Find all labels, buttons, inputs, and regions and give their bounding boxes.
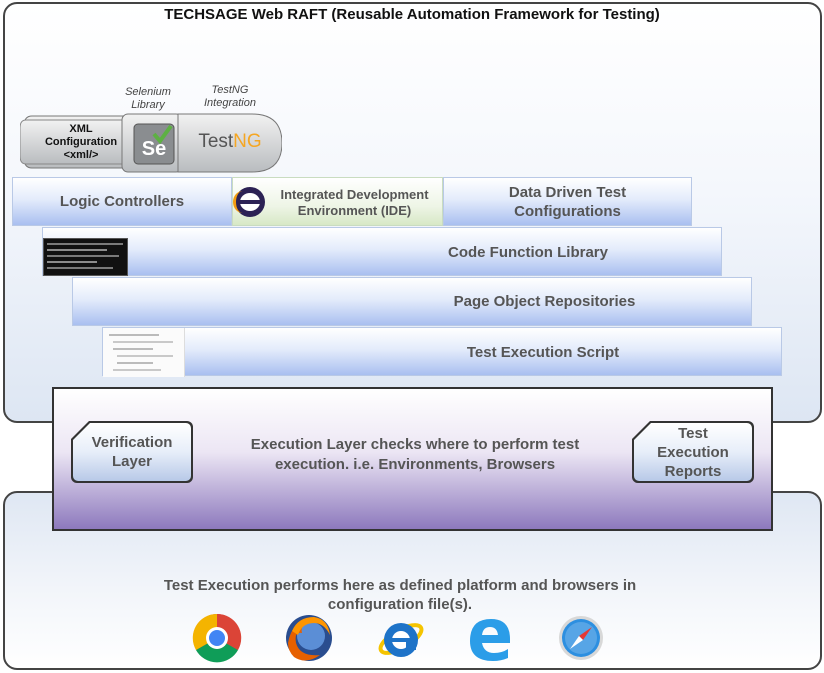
verification-layer-label: Verification Layer [73, 423, 191, 481]
page-object-repositories-label: Page Object Repositories [453, 293, 636, 310]
xml-label-line-1: XML [69, 123, 93, 135]
test-execution-reports-label: Test Execution Reports [634, 423, 752, 481]
xml-selenium-testng-icon [19, 113, 283, 173]
selenium-icon: Se [141, 137, 167, 160]
code-function-library-layer: Code Function Library [42, 227, 722, 276]
xml-label-line-3: <xml/> [63, 149, 99, 161]
execution-layer-description: Execution Layer checks where to perform … [250, 436, 580, 473]
safari-icon [556, 613, 606, 663]
testng-integration-label: TestNG Integration [204, 84, 256, 109]
data-driven-layer: Data Driven Test Configurations [443, 177, 692, 226]
eclipse-icon [233, 187, 265, 217]
console-screenshot-thumbnail [43, 238, 128, 276]
xml-configuration-label: XML Configuration <xml/> [36, 123, 126, 162]
logic-controllers-layer: Logic Controllers [12, 177, 232, 226]
script-screenshot-thumbnail [103, 328, 185, 377]
testng-logo-test: Test [198, 131, 234, 152]
ide-label: Integrated Development Environment (IDE) [280, 187, 429, 218]
xml-label-line-2: Configuration [44, 136, 118, 148]
testng-logo-ng: NG [233, 131, 262, 152]
selenium-library-label: Selenium Library [125, 86, 171, 111]
ide-layer: Integrated Development Environment (IDE) [232, 177, 443, 226]
verification-layer-box: Verification Layer [71, 421, 193, 483]
code-function-library-label: Code Function Library [447, 244, 608, 261]
top-icon-strip [19, 112, 283, 174]
chrome-icon [192, 613, 242, 663]
logic-controllers-label: Logic Controllers [59, 193, 185, 210]
platform-description: Test Execution performs here as defined … [163, 577, 637, 613]
test-execution-reports-box: Test Execution Reports [632, 421, 754, 483]
edge-icon [464, 613, 514, 663]
test-execution-script-label: Test Execution Script [466, 344, 620, 361]
data-driven-label: Data Driven Test Configurations [508, 183, 627, 220]
firefox-icon [284, 613, 334, 663]
page-object-repositories-layer: Page Object Repositories [72, 277, 752, 326]
test-execution-script-layer: Test Execution Script [102, 327, 782, 377]
diagram-title: TECHSAGE Web RAFT (Reusable Automation F… [164, 6, 660, 23]
internet-explorer-icon [376, 613, 426, 663]
